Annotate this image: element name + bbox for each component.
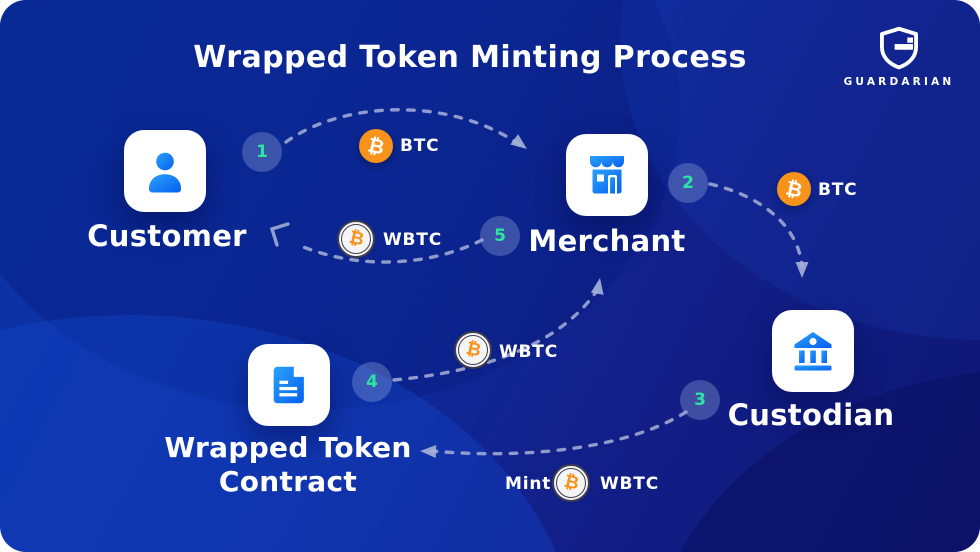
customer-label: Customer [87,219,247,253]
customer-card [124,130,206,212]
user-icon [149,152,181,193]
merchant-card [566,134,648,216]
btc-symbol: ₿ [365,132,387,160]
custodian-label: Custodian [727,398,895,432]
mint-prefix-label: Mint [505,474,552,494]
flow-label-btc-2: BTC [818,180,858,200]
contract-label: Wrapped Token Contract [164,431,412,498]
step-badge-4: 4 [352,362,392,402]
guardarian-logo: GUARDARIAN [843,25,955,88]
flow-label-btc-1: BTC [400,136,440,156]
brand-name: GUARDARIAN [843,76,955,88]
page-title: Wrapped Token Minting Process [193,40,747,75]
merchant-label: Merchant [528,224,686,258]
step-badge-5: 5 [480,216,520,256]
step-badge-2: 2 [668,163,708,203]
custodian-card [772,310,854,392]
btc-symbol: ₿ [783,175,805,203]
btc-symbol: ₿ [346,226,366,251]
btc-symbol: ₿ [561,470,581,495]
flow-label-mint-wbtc: WBTC [600,474,659,494]
document-icon [273,366,304,404]
wbtc-coin-icon: ₿ [337,220,375,258]
shield-g-icon [880,26,918,70]
step-badge-1: 1 [242,132,282,172]
wbtc-coin-icon: ₿ [552,464,590,502]
store-icon [590,156,624,194]
flow-label-wbtc-4: WBTC [499,342,558,362]
btc-symbol: ₿ [463,337,483,362]
wbtc-coin-icon: ₿ [454,331,492,369]
btc-coin-icon: ₿ [359,129,393,163]
bank-icon [794,332,832,371]
step-badge-3: 3 [680,380,720,420]
btc-coin-icon: ₿ [777,172,811,206]
contract-card [248,344,330,426]
flow-label-wbtc-5: WBTC [383,230,442,250]
